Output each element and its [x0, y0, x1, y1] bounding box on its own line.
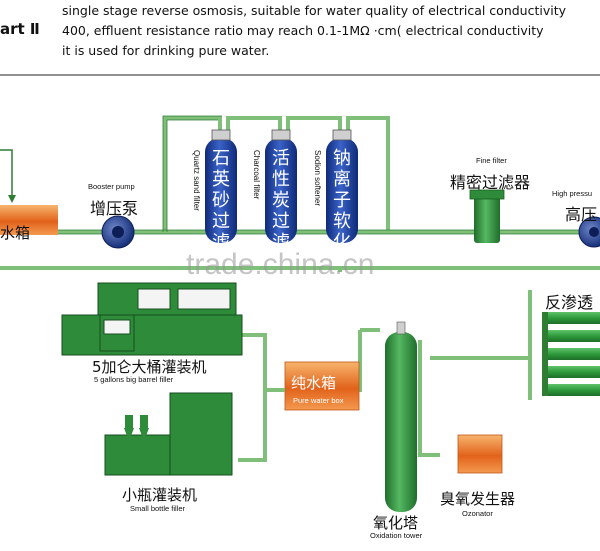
ozonator-box [457, 434, 503, 474]
filter-2-en: Charcoal filter [252, 150, 261, 200]
high-pressure-pump-graphic [578, 216, 600, 248]
left-tank [0, 205, 58, 235]
pure-water-box-cn: 纯水箱 [291, 374, 337, 392]
filter-3-en: Sodion softener [313, 150, 322, 207]
barrel-filler-graphic [61, 282, 243, 356]
barrel-filler-cn: 5加仑大桶灌装机 [92, 358, 207, 376]
filler-pipes [238, 333, 285, 462]
part-label: art Ⅱ [0, 20, 40, 38]
fine-filter-cn: 精密过滤器 [450, 173, 531, 192]
oxidation-tower-cn: 氧化塔 [373, 514, 419, 532]
oxidation-tower-en: Oxidation tower [370, 531, 423, 540]
small-filler-graphic [104, 392, 233, 476]
header-line-2: 400, effluent resistance ratio may reach… [62, 23, 544, 38]
filter-2-cn: 活性炭过滤 [272, 148, 290, 253]
pure-water-box-graphic [284, 361, 360, 411]
oxidation-tower-graphic [385, 321, 417, 512]
fine-filter-graphic [469, 189, 505, 243]
filter-1-en: Quartz sand filter [192, 150, 201, 211]
filter-3-cn: 钠离子软化 [333, 148, 351, 253]
small-filler-en: Small bottle filler [130, 504, 186, 513]
fine-filter-en: Fine filter [476, 156, 507, 165]
booster-pump-en: Booster pump [88, 182, 135, 191]
filter-vessels [205, 129, 358, 243]
left-inlet-pipe [0, 149, 16, 203]
pure-water-box-en: Pure water box [293, 396, 344, 405]
ro-cn: 反渗透 [545, 293, 594, 312]
high-pressure-en: High pressu [552, 189, 593, 198]
ozonator-cn: 臭氧发生器 [440, 490, 516, 508]
booster-pump-graphic [101, 215, 135, 249]
high-pressure-cn: 高压 [565, 205, 598, 224]
watermark: trade.china.cn [186, 248, 375, 281]
small-filler-cn: 小瓶灌装机 [122, 486, 198, 504]
ozonator-en: Ozonator [462, 509, 493, 518]
filter-1-cn: 石英砂过滤 [212, 148, 230, 253]
left-tank-label: 水箱 [0, 224, 31, 242]
header-line-1: single stage reverse osmosis, suitable f… [62, 3, 567, 18]
booster-pump-cn: 增压泵 [90, 199, 139, 218]
ro-membranes [528, 290, 600, 400]
barrel-filler-en: 5 gallons big barrel filler [94, 375, 174, 384]
header-line-3: it is used for drinking pure water. [62, 43, 270, 58]
